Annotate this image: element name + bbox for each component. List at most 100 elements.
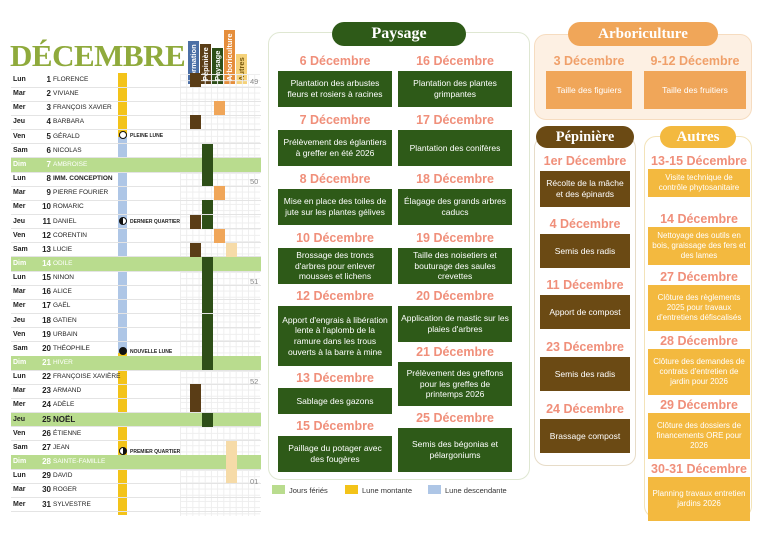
week-number: 01 [250,477,259,486]
day-number: 27 [42,442,51,452]
weekday-label: Mar [13,387,26,395]
task-card: Taille des figuiers [546,71,632,109]
row-divider [11,440,261,442]
weekday-label: Ven [13,330,26,338]
saint-name: THÉOPHILE [53,344,90,352]
day-number: 11 [42,216,51,226]
task-card: Planning travaux entretien jardins 2026 [648,477,750,521]
weekday-label: Sam [13,443,28,451]
weekday-label: Mar [13,189,26,197]
arboriculture-title: Arboriculture [568,22,718,46]
saint-name: LUCIE [53,245,73,253]
task-date: 21 Décembre [416,345,494,359]
task-card: Clôture des dossiers de financements ORE… [648,413,750,459]
day-number: 20 [42,343,51,353]
activity-cell [202,327,213,342]
weekday-label: Jeu [13,217,26,225]
row-divider [11,228,261,230]
task-date: 7 Décembre [299,113,371,127]
saint-name: ALICE [53,288,72,296]
day-number: 31 [42,499,51,509]
row-divider [11,426,261,428]
day-number: 26 [42,428,51,438]
first-quarter-moon-icon [119,447,127,455]
day-number: 28 [42,457,51,467]
week-number: 50 [250,177,259,186]
day-number: 2 [46,89,51,99]
task-card: Clôture des règlements 2025 pour travaux… [648,285,750,331]
row-divider [11,341,261,343]
activity-cell [226,455,237,470]
task-date: 30-31 Décembre [651,462,747,476]
task-date: 13 Décembre [296,371,374,385]
day-number: 16 [42,287,51,297]
saint-name: NOËL [53,414,76,424]
row-divider [11,143,261,145]
day-number: 24 [42,400,51,410]
task-card: Apport d'engrais à libération lente à l'… [278,306,392,366]
weekday-label: Dim [13,259,27,267]
day-number: 7 [46,159,51,169]
saint-name: URBAIN [53,330,78,338]
day-number: 6 [46,145,51,155]
legend-swatch [272,485,285,494]
task-card: Mise en place des toiles de jute sur les… [278,189,392,225]
row-divider [11,100,261,102]
task-card: Prélèvement des églantiers à greffer en … [278,130,392,166]
weekday-label: Dim [13,458,27,466]
task-date: 3 Décembre [553,54,625,68]
row-divider [11,369,261,371]
day-number: 12 [42,230,51,240]
weekday-label: Mer [13,203,26,211]
task-date: 23 Décembre [546,340,624,354]
day-number: 5 [46,131,51,141]
saint-name: BARBARA [53,118,85,126]
task-card: Semis des bégonias et pélargoniums [398,428,512,472]
row-divider [11,468,261,470]
row-divider [11,214,261,215]
saint-name: ÉTIENNE [53,429,82,437]
row-divider [11,397,261,399]
weekday-label: Jeu [13,415,26,423]
day-number: 9 [46,188,51,198]
activity-cell [190,214,201,229]
weekday-label: Sam [13,146,28,154]
task-card: Plantation des conifères [398,130,512,166]
lune-descendante-bar [118,137,127,353]
activity-cell [190,115,201,130]
weekday-label: Mar [13,90,26,98]
day-number: 10 [42,202,51,212]
activity-cell [214,186,225,201]
moon-label: PREMIER QUARTIER [130,449,181,455]
row-divider [11,511,261,513]
activity-cell [202,299,213,314]
activity-cell [202,200,213,215]
day-number: 13 [42,244,51,254]
task-date: 17 Décembre [416,113,494,127]
day-number: 14 [42,258,51,268]
calendar-title: DÉCEMBRE [10,38,186,73]
day-number: 22 [42,372,51,382]
task-card: Brassage compost [540,419,630,453]
day-number: 29 [42,471,51,481]
task-date: 25 Décembre [416,411,494,425]
task-card: Apport de compost [540,295,630,329]
saint-name: VIVIANE [53,90,79,98]
weekday-label: Mer [13,500,26,508]
activity-cell [214,228,225,243]
row-divider [11,199,261,201]
saint-name: DANIEL [53,217,77,225]
